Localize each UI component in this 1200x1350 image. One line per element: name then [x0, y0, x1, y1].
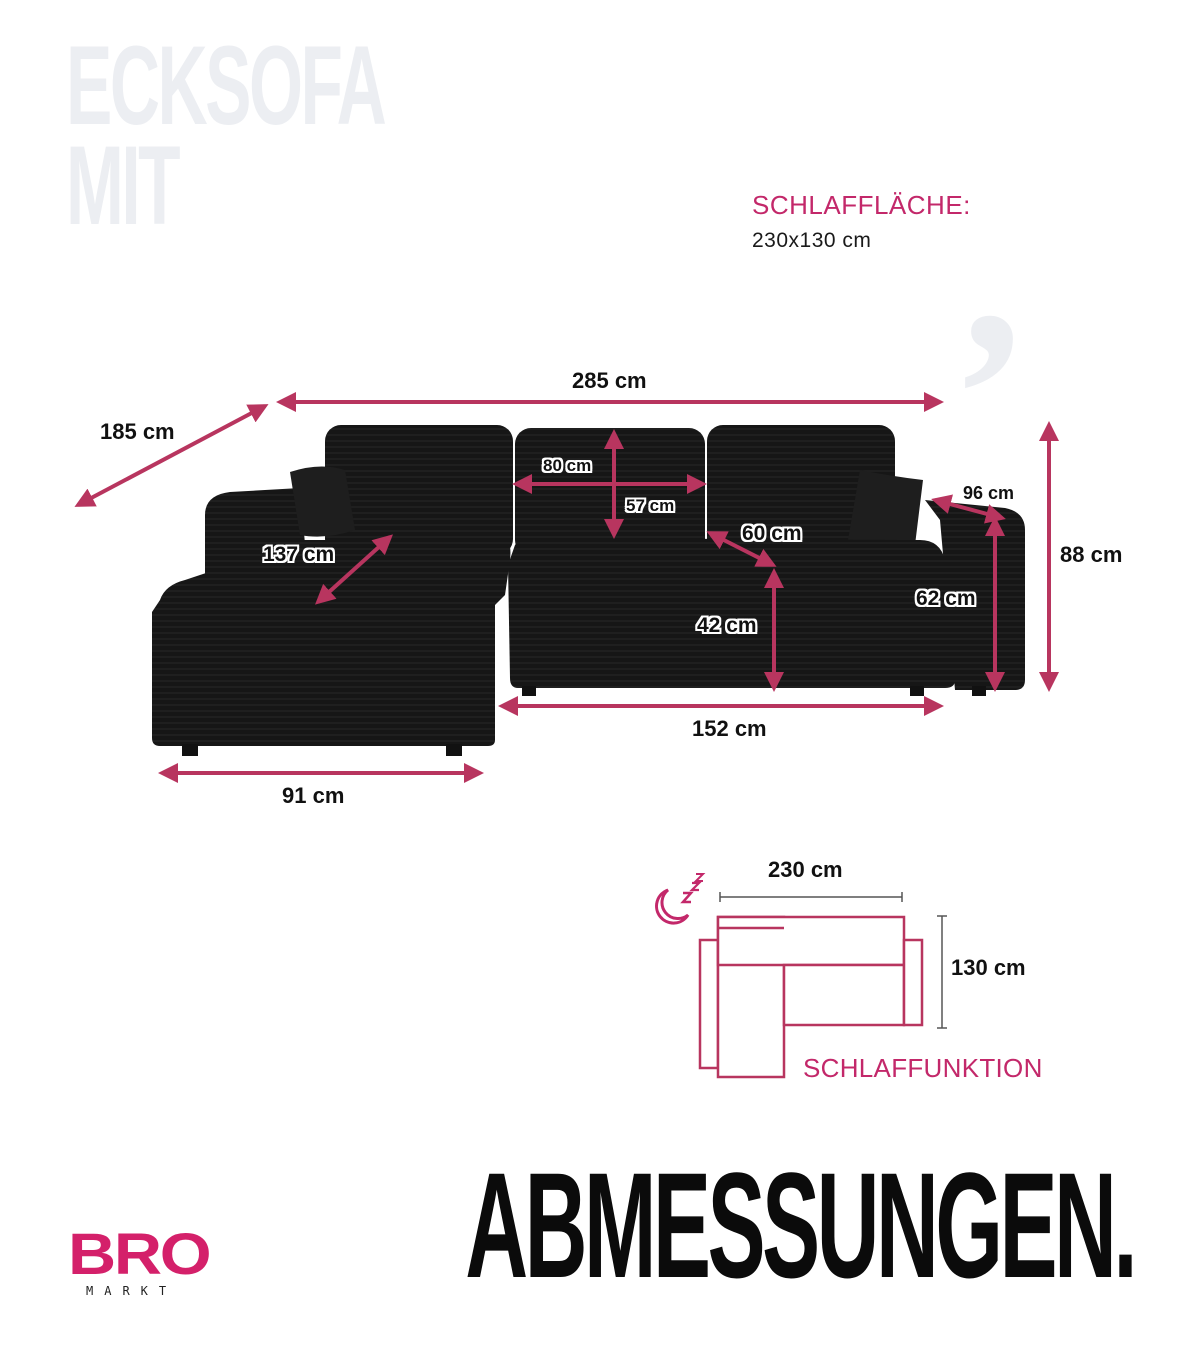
label-sleep-height: 130 cm — [951, 955, 1026, 980]
foot-2 — [446, 744, 462, 756]
main-seat — [508, 538, 955, 688]
plan-back — [716, 915, 906, 967]
pillow-left — [290, 466, 355, 537]
label-armrest-depth: 96 cm — [963, 483, 1015, 503]
label-seat-depth: 60 cm — [742, 522, 802, 545]
sleep-function-label: SCHLAFFUNKTION — [803, 1053, 1043, 1083]
quote-mark-decoration: , — [962, 137, 1022, 403]
logo-mark: BRO — [68, 1222, 212, 1287]
chaise-seat — [152, 540, 511, 746]
label-sleep-width: 230 cm — [768, 857, 843, 882]
foot-4 — [910, 686, 924, 696]
dimension-arrows — [74, 392, 1059, 783]
label-chaise-length: 137 cm — [263, 543, 335, 566]
label-main-width: 152 cm — [692, 716, 767, 741]
arrow-depth — [74, 404, 269, 507]
background-heading: ECKSOFA MIT — [66, 23, 387, 248]
label-cushion-height: 57 cm — [626, 496, 675, 515]
page-title: ABMESSUNGEN. — [465, 1141, 1137, 1309]
plan-seat — [782, 963, 906, 1027]
foot-5 — [972, 686, 986, 696]
foot-3 — [522, 686, 536, 696]
plan-right-arm — [902, 938, 924, 1027]
sleep-function-plan — [655, 873, 947, 1079]
arrow-armrest-depth — [931, 494, 1006, 524]
label-armrest-height: 62 cm — [916, 587, 976, 610]
label-chaise-width: 91 cm — [282, 783, 345, 808]
label-seat-height: 42 cm — [697, 614, 757, 637]
arrow-seat-depth — [706, 531, 777, 567]
sleep-area-label: SCHLAFFLÄCHE: — [752, 190, 971, 220]
pillow-right — [848, 470, 923, 546]
label-total-width: 285 cm — [572, 368, 647, 393]
background-heading-line-1: ECKSOFA — [66, 23, 387, 148]
back-cushion-left — [325, 425, 513, 555]
back-cushion-middle — [515, 428, 705, 556]
plan-left-arm — [698, 938, 720, 1070]
brand-logo: BRO MARKT — [68, 1222, 218, 1302]
foot-1 — [182, 744, 198, 756]
label-cushion-width: 80 cm — [543, 456, 592, 475]
background-heading-line-2: MIT — [66, 123, 181, 248]
back-cushion-right — [707, 425, 895, 555]
arrow-chaise-length — [315, 534, 393, 605]
moon-sleep-icon — [655, 873, 706, 925]
label-backrest-height: 88 cm — [1060, 542, 1123, 567]
sofa-image — [152, 425, 1025, 756]
logo-subtitle: MARKT — [86, 1284, 178, 1298]
sleep-area-value: 230x130 cm — [752, 229, 872, 252]
label-depth: 185 cm — [100, 419, 175, 444]
